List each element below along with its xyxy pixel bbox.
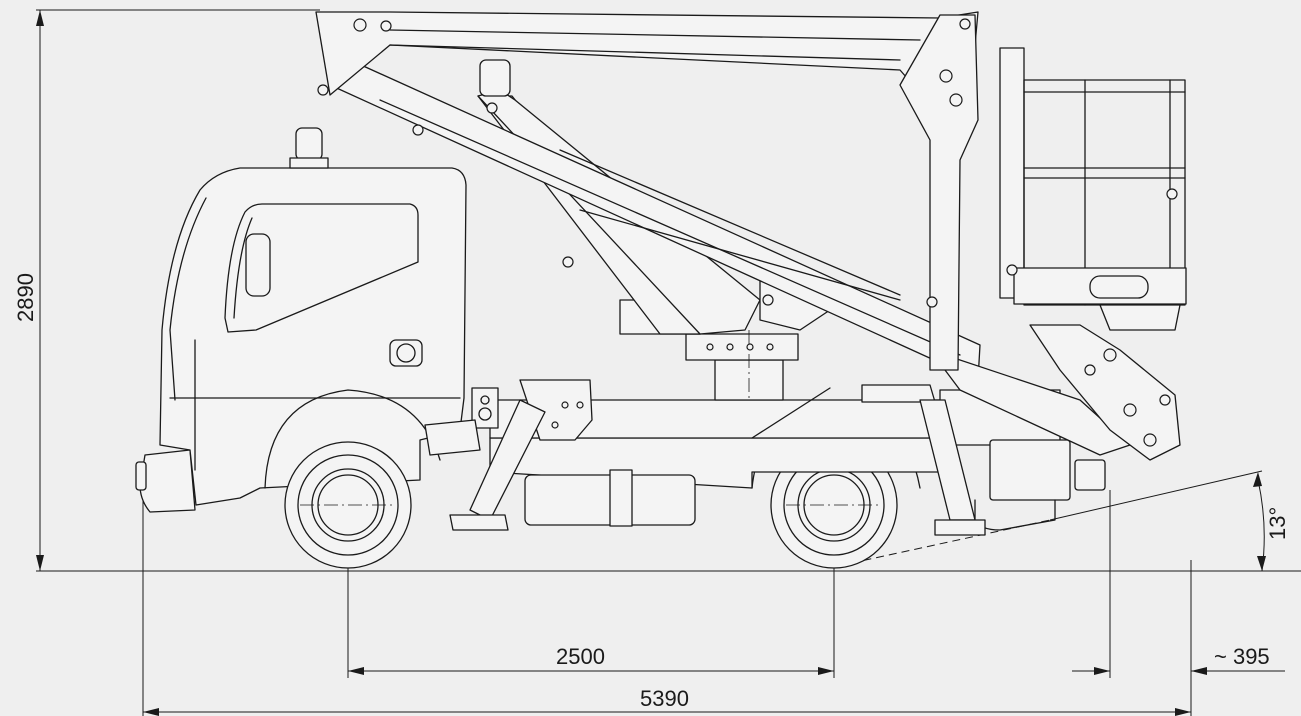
turret-base (685, 333, 799, 361)
wheelbase-arrow-right (818, 667, 834, 675)
front-bumper (139, 449, 196, 513)
pin (1084, 364, 1096, 376)
front-wheel-arch (264, 389, 441, 489)
rear-light-box (989, 439, 1071, 501)
work-basket (999, 47, 1187, 306)
beacon-light (295, 127, 323, 161)
pin (959, 18, 971, 30)
bolt (746, 343, 754, 351)
top-boom-line (389, 29, 921, 41)
boom-extension (929, 349, 1131, 456)
wheelbase-arrow-left (348, 667, 364, 675)
front-outrigger-pad (449, 514, 509, 531)
knuckle-plate (1029, 324, 1181, 461)
front-outrigger-cylinder (424, 419, 481, 456)
height-dimension: 2890 (13, 9, 320, 571)
front-wheel (284, 441, 412, 569)
rear-bumper (974, 499, 1056, 531)
front-tire-inner (297, 454, 399, 556)
height-arrow-top (36, 10, 44, 26)
door-handle (389, 339, 423, 367)
top-boom-line-2 (389, 44, 901, 61)
cab-window (224, 203, 419, 333)
angle-dimension: 13° (837, 470, 1290, 572)
jib-arm (899, 14, 979, 371)
control-knob-icon (480, 395, 490, 405)
lower-boom-cap (479, 59, 511, 97)
overhang-arrow-right (1191, 667, 1207, 675)
bolt (726, 343, 734, 351)
pin (1103, 348, 1117, 362)
upper-boom-line-2 (559, 149, 901, 296)
length-arrow-right (1175, 708, 1191, 716)
tank-strap (609, 469, 633, 527)
pin (412, 124, 424, 136)
beacon-base (289, 157, 329, 169)
height-arrow-bottom (36, 555, 44, 571)
bolt (561, 401, 569, 409)
angle-arrow-bottom (1257, 556, 1266, 571)
length-arrow-left (143, 708, 159, 716)
truck-chassis (135, 127, 467, 513)
pin (486, 102, 498, 114)
rear-knuckle (1029, 304, 1181, 461)
upper-boom-line-1 (379, 99, 961, 356)
rear-outrigger (751, 384, 986, 536)
control-dial-icon (478, 407, 492, 421)
pin (1006, 264, 1018, 276)
departure-line (1049, 470, 1263, 521)
pin (949, 93, 963, 107)
rear-outrigger-pad (934, 519, 986, 536)
bolt (706, 343, 714, 351)
window-inner-line (233, 217, 253, 319)
pin (1143, 433, 1157, 447)
outrigger-strut (751, 387, 831, 439)
height-value: 2890 (13, 273, 38, 322)
tow-hitch (1074, 459, 1106, 491)
front-light (135, 461, 147, 491)
pin (1166, 188, 1178, 200)
pin (762, 294, 774, 306)
basket-handle (1089, 275, 1149, 299)
upper-boom (329, 59, 1131, 456)
pin (1159, 394, 1171, 406)
bolt (551, 421, 559, 429)
knuckle-mount (1099, 304, 1181, 331)
basket-frame (1023, 79, 1186, 306)
bolt (576, 401, 584, 409)
pin (562, 256, 574, 268)
cab-front-edge (169, 197, 207, 401)
overhang-arrow-left (1094, 667, 1110, 675)
wheelbase-value: 2500 (556, 644, 605, 669)
length-value: 5390 (640, 686, 689, 711)
door-lock-icon (396, 343, 416, 363)
pin (1123, 403, 1137, 417)
overhang-value: ~ 395 (1214, 644, 1270, 669)
bolt (766, 343, 774, 351)
length-dimension: 5390 (142, 470, 1192, 716)
basket-mount (999, 47, 1025, 299)
side-mirror (245, 233, 271, 297)
angle-value: 13° (1265, 507, 1290, 540)
front-outrigger (424, 379, 593, 531)
angle-arrow-top (1253, 472, 1262, 487)
pin (317, 84, 329, 96)
pin (926, 296, 938, 308)
departure-line-dashed (837, 519, 1051, 567)
pin (939, 69, 953, 83)
overhang-dimension: ~ 395 (1072, 490, 1285, 678)
upper-boom-line-3 (579, 209, 901, 301)
pin (353, 18, 367, 32)
pin (380, 20, 392, 32)
